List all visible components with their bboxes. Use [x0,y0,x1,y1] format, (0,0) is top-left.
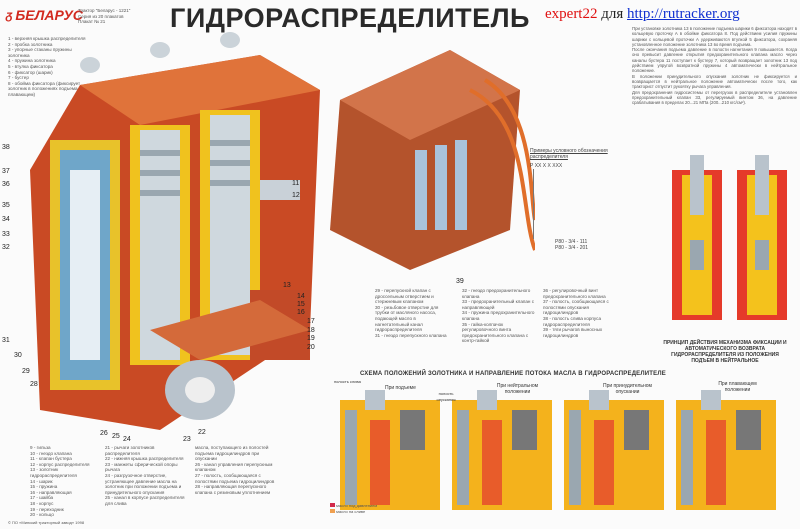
legend-bottom-3: масла, поступающего из полостей подъема … [195,445,275,495]
panel-label-lift: При подъеме [385,385,416,391]
panel-label-neutral: При нейтральном положении [496,383,539,395]
designation-lines [533,169,635,239]
page-title: ГИДРОРАСПРЕДЕЛИТЕЛЬ [170,3,530,33]
panel-label-forced-lower: При принудительном опускании [603,383,652,395]
panel-label-float: При плавающем положении [718,381,757,393]
tractor-info: Трактор "Беларус - 1221" Серия из 20 пла… [78,8,131,24]
brand-logo: ᵹ БЕЛАРУС [6,7,83,23]
tractor-icon: ᵹ [6,8,13,22]
valve-cutaway-illustration [30,32,320,430]
side-label-drain: полость слива [334,379,361,384]
legend-top-left: 1 - верхняя крышка распределителя 2 - пр… [8,36,86,97]
flow-schematic-title: СХЕМА ПОЛОЖЕНИЙ ЗОЛОТНИКА И НАПРАВЛЕНИЕ … [360,371,666,377]
legend-middle-2: 32 - гнездо предохранительного клапана 3… [462,288,535,344]
side-label-lowering: полость опускания [436,391,456,402]
legend-middle-3: 36 - регулировочный винт предохранительн… [543,288,609,338]
watermark: expert22 для http://rutracker.org [545,6,740,22]
designation-example: Примеры условного обозначения распредели… [530,148,635,251]
fixation-caption: ПРИНЦИП ДЕЙСТВИЯ МЕХАНИЗМА ФИКСАЦИИ И АВ… [663,340,787,364]
rutracker-link[interactable]: http://rutracker.org [627,6,740,22]
flow-schematic-panels [340,390,776,510]
footer-copyright: © ПО «Минский тракторный завод» 1998 [8,520,85,525]
drain-swatch [330,509,335,513]
pressure-swatch [330,503,335,507]
description-text: При установке золотника 13 в положение п… [632,26,797,106]
fixation-mechanism-schematic [672,155,787,320]
legend-middle-1: 29 - перепускной клапан с дроссельным от… [375,288,447,338]
flow-legend: масло под давлением масло на сливе [330,503,377,515]
valve-exterior-illustration [330,50,535,270]
